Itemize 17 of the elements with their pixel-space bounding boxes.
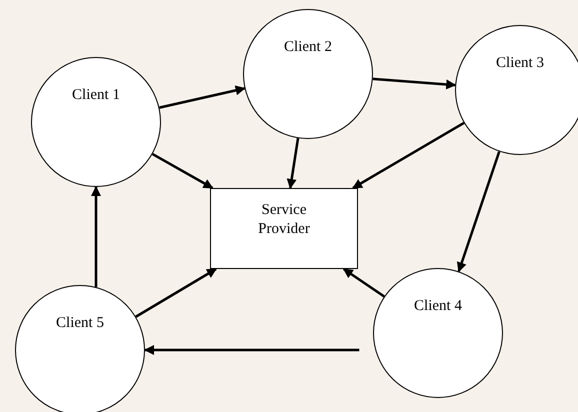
arrow xyxy=(135,268,217,318)
node-label: Client 3 xyxy=(496,54,544,73)
arrow xyxy=(159,85,246,109)
node-label: Client 5 xyxy=(56,314,104,333)
arrow xyxy=(352,122,465,190)
node-label: Client 2 xyxy=(284,38,332,57)
arrow xyxy=(152,152,214,190)
arrow xyxy=(91,186,101,287)
node-label: Client 1 xyxy=(72,86,120,105)
arrow xyxy=(342,268,385,298)
arrow xyxy=(456,151,500,272)
arrow xyxy=(372,78,456,90)
arrow xyxy=(286,138,300,189)
process-box xyxy=(210,188,358,269)
node-label: Service Provider xyxy=(257,201,311,238)
arrow xyxy=(144,345,360,355)
node-label: Client 4 xyxy=(414,297,462,316)
